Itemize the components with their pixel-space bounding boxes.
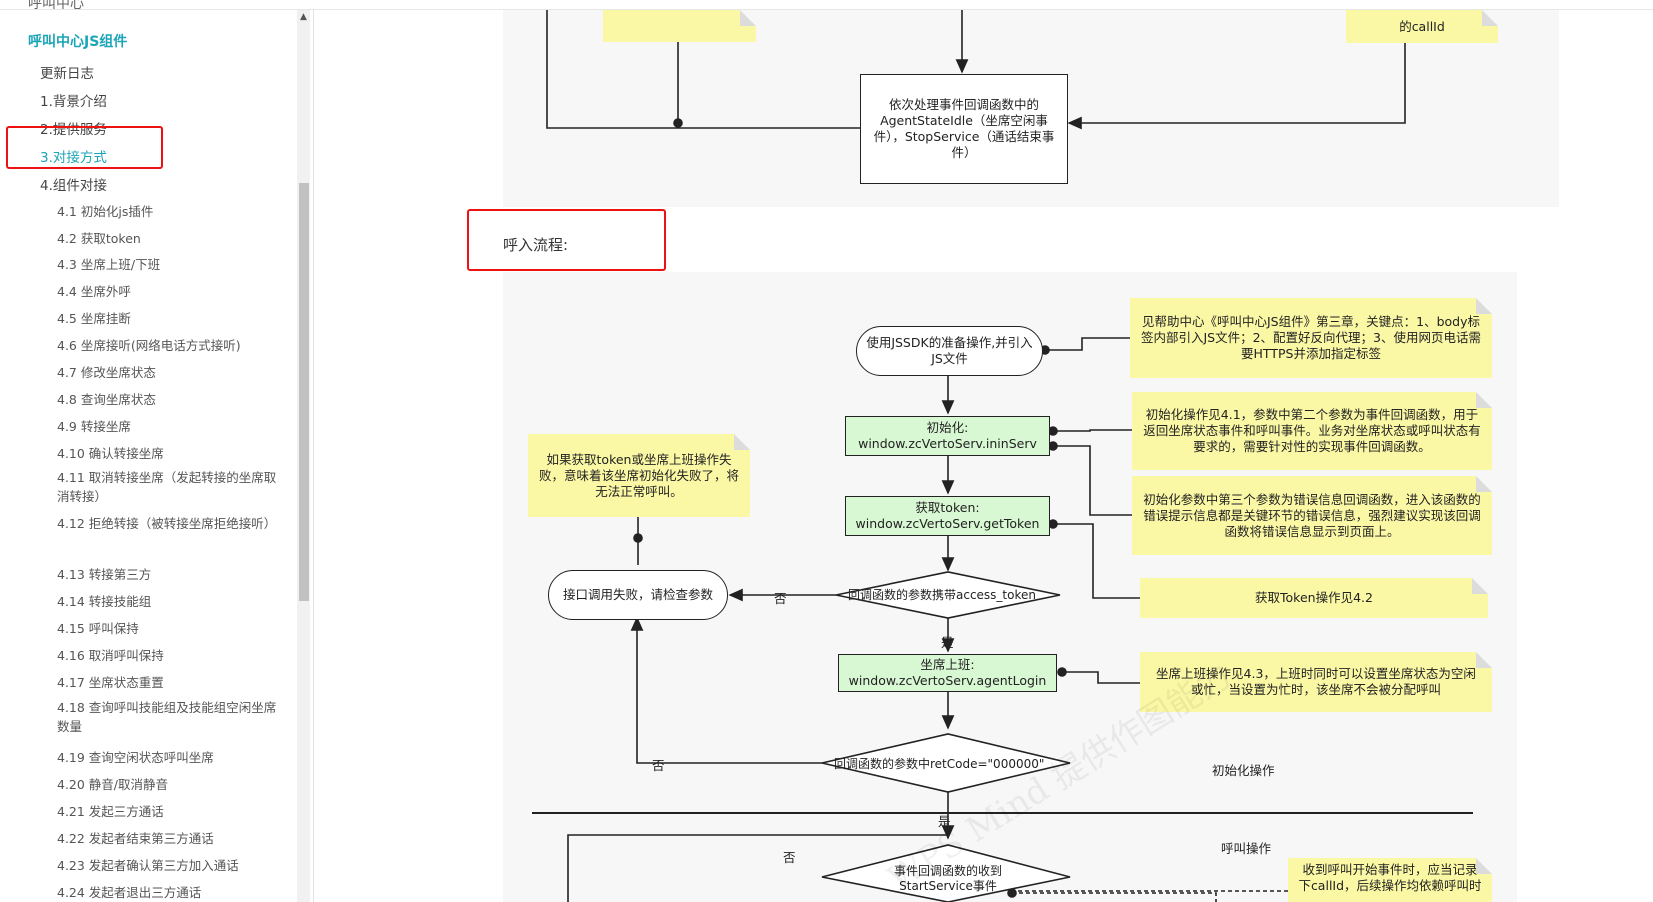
label-yes-token: 是 (941, 635, 954, 650)
scroll-up-arrow-icon[interactable]: ▲ (300, 12, 307, 22)
sidebar-divider (313, 10, 314, 902)
sidebar-subitem[interactable]: 4.19 查询空闲状态呼叫坐席 (57, 750, 214, 765)
sidebar-subitem[interactable]: 4.17 坐席状态重置 (57, 675, 164, 690)
label-no-event: 否 (783, 850, 796, 865)
sidebar-subitem[interactable]: 4.3 坐席上班/下班 (57, 257, 161, 272)
note-prepare: 见帮助中心《呼叫中心JS组件》第三章，关键点：1、body标签内部引入JS文件；… (1130, 298, 1492, 378)
note-init: 初始化操作见4.1，参数中第二个参数为事件回调函数，用于返回坐席状态事件和呼叫事… (1132, 392, 1492, 470)
sidebar-subitem[interactable]: 4.13 转接第三方 (57, 567, 152, 582)
node-token-title: 获取token: (915, 500, 980, 515)
sidebar-subitem[interactable]: 4.5 坐席挂断 (57, 311, 131, 326)
section-label-call: 呼叫操作 (1221, 841, 1272, 856)
node-login-code: window.zcVertoServ.agentLogin (848, 673, 1047, 688)
note-init-fail: 如果获取token或坐席上班操作失败，意味着该坐席初始化失败了，将无法正常呼叫。 (528, 434, 750, 517)
note-agent-login: 坐席上班操作见4.3，上班时同时可以设置坐席状态为空闲或忙，当设置为忙时，该坐席… (1140, 652, 1492, 712)
sidebar-subitem[interactable]: 4.14 转接技能组 (57, 594, 152, 609)
sidebar-subitem[interactable]: 4.9 转接坐席 (57, 419, 131, 434)
sidebar-subitem[interactable]: 4.8 查询坐席状态 (57, 392, 156, 407)
sidebar-item-changelog[interactable]: 更新日志 (40, 66, 94, 82)
sidebar-subitem[interactable]: 4.4 坐席外呼 (57, 284, 131, 299)
sidebar-subitem[interactable]: 4.21 发起三方通话 (57, 804, 164, 819)
note-callid: 的callId (1346, 10, 1498, 43)
note-error-callback: 初始化参数中第三个参数为错误信息回调函数，进入该函数的错误提示信息都是关键环节的… (1132, 476, 1492, 555)
decision-event-label: 事件回调函数的收到StartService事件 (893, 864, 1002, 893)
top-arrow-left (1067, 10, 1406, 130)
sidebar-subitem[interactable]: 4.22 发起者结束第三方通话 (57, 831, 214, 846)
node-init-title: 初始化: (926, 420, 969, 435)
sidebar-item-integration[interactable]: 3.对接方式 (40, 150, 107, 166)
note-top-left (603, 10, 756, 42)
sidebar-subitem[interactable]: 4.23 发起者确认第三方加入通话 (57, 858, 239, 873)
note-call-start: 收到呼叫开始事件时，应当记录下callId，后续操作均依赖呼叫时 (1288, 858, 1492, 902)
decision-retcode-shape (821, 733, 1071, 793)
sidebar-subitem[interactable]: 4.15 呼叫保持 (57, 621, 139, 636)
decision-event-shape (821, 844, 1071, 902)
process-box-idle-stop: 依次处理事件回调函数中的AgentStateIdle（坐席空闲事件），StopS… (860, 74, 1068, 184)
sidebar-item-background[interactable]: 1.背景介绍 (40, 94, 107, 110)
top-divider (0, 9, 1653, 10)
sidebar-subitem[interactable]: 4.10 确认转接坐席 (57, 446, 164, 461)
sidebar-subitem[interactable]: 4.6 坐席接听(网络电话方式接听) (57, 338, 241, 353)
sidebar-subitem[interactable]: 4.12 拒绝转接（被转接坐席拒绝接听） (57, 516, 277, 531)
section-label-init: 初始化操作 (1212, 763, 1275, 778)
note-get-token: 获取Token操作见4.2 (1140, 578, 1488, 618)
sidebar-subitem[interactable]: 4.1 初始化js插件 (57, 204, 154, 219)
sidebar-subitem[interactable]: 4.11 取消转接坐席（发起转接的坐席取消转接） (57, 470, 277, 504)
node-init: 初始化: window.zcVertoServ.ininServ (845, 416, 1050, 456)
sidebar-subitem[interactable]: 4.24 发起者退出三方通话 (57, 885, 202, 900)
highlight-box-integration (6, 126, 163, 169)
node-get-token: 获取token: window.zcVertoServ.getToken (845, 496, 1050, 536)
top-loop-line (546, 10, 860, 129)
sidebar-group-title[interactable]: 呼叫中心JS组件 (28, 34, 128, 50)
sidebar-item-component[interactable]: 4.组件对接 (40, 178, 107, 194)
sidebar-subitem[interactable]: 4.7 修改坐席状态 (57, 365, 156, 380)
node-fail: 接口调用失败，请检查参数 (548, 570, 728, 620)
sidebar-nav: 呼叫中心 呼叫中心JS组件 更新日志 1.背景介绍 2.提供服务 3.对接方式 … (0, 0, 295, 902)
node-token-code: window.zcVertoServ.getToken (855, 516, 1040, 531)
connector-note-prepare (1045, 337, 1130, 351)
sidebar-scrollbar-thumb[interactable] (299, 183, 309, 601)
sidebar-subitem[interactable]: 4.2 获取token (57, 231, 141, 246)
node-start-prepare: 使用JSSDK的准备操作,并引入JS文件 (856, 326, 1043, 376)
decision-token-label: 回调函数的参数携带access_token (848, 588, 1036, 602)
node-agent-login: 坐席上班: window.zcVertoServ.agentLogin (838, 654, 1057, 692)
label-yes-retcode: 是 (938, 814, 951, 829)
section-title-inbound: 呼入流程: (503, 236, 569, 254)
label-no-token: 否 (774, 591, 787, 606)
label-no-retcode: 否 (652, 758, 665, 773)
decision-retcode-label: 回调函数的参数中retCode="000000" (834, 757, 1045, 771)
highlight-box-inbound (467, 209, 666, 271)
decision-token-shape (835, 571, 1061, 619)
node-init-code: window.zcVertoServ.ininServ (858, 436, 1037, 451)
sidebar-subitem[interactable]: 4.20 静音/取消静音 (57, 777, 169, 792)
node-login-title: 坐席上班: (920, 657, 975, 672)
sidebar-subitem[interactable]: 4.18 查询呼叫技能组及技能组空闲坐席数量 (57, 700, 277, 734)
sidebar-subitem[interactable]: 4.16 取消呼叫保持 (57, 648, 164, 663)
